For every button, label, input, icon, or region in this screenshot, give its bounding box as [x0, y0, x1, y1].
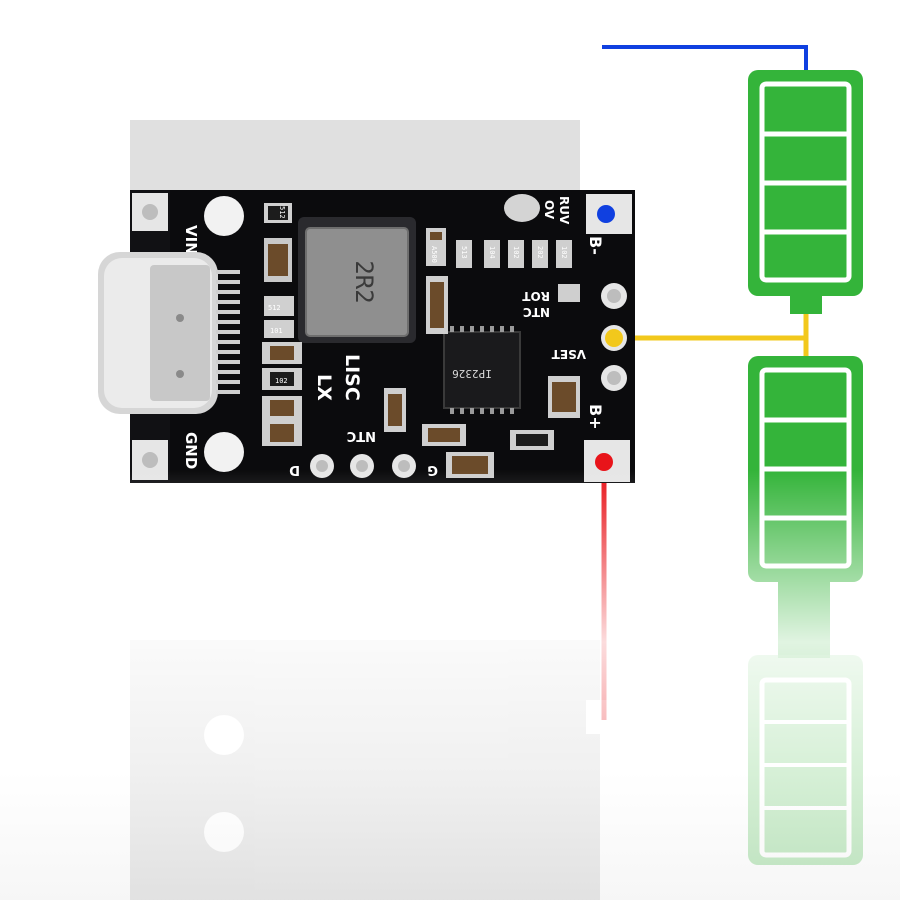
inductor-2r2: 2R2 [298, 217, 416, 343]
ic-marking: IP2326 [452, 367, 492, 380]
smd-components: 512 512 101 102 A500 513 104 102 202 102 [262, 194, 580, 478]
battery-bottom [748, 356, 863, 658]
label-lisc: LISC [341, 354, 363, 401]
mount-hole-bottom [204, 432, 244, 472]
label-b-plus: B+ [586, 404, 605, 430]
battery-top [748, 70, 863, 314]
inductor-marking: 2R2 [350, 260, 378, 303]
svg-text:104: 104 [488, 246, 496, 259]
svg-text:102: 102 [560, 246, 568, 259]
svg-text:512: 512 [268, 304, 281, 312]
label-vset: VSET [551, 347, 586, 361]
label-ruv: RUV [557, 196, 571, 225]
svg-text:102: 102 [275, 377, 288, 385]
label-ntc-bottom: NTC [347, 428, 376, 443]
svg-text:513: 513 [460, 246, 468, 259]
capacitor-top [504, 194, 540, 222]
svg-text:102: 102 [512, 246, 520, 259]
label-ntc-right: NTC [523, 305, 550, 319]
svg-text:A500: A500 [430, 246, 438, 263]
label-vin: VIN [182, 225, 200, 255]
label-d: D [289, 462, 300, 477]
svg-text:202: 202 [536, 246, 544, 259]
ic-ip2326: IP2326 [443, 326, 521, 414]
battery-reflection [748, 655, 863, 865]
svg-text:512: 512 [278, 206, 286, 219]
balance-wire [612, 300, 809, 341]
negative-wire [602, 45, 808, 70]
mount-hole-top [204, 196, 244, 236]
label-lx: LX [313, 374, 335, 401]
usb-c-connector [98, 252, 240, 414]
svg-text:101: 101 [270, 327, 283, 335]
label-b-minus: B- [586, 236, 605, 255]
label-g: G [427, 462, 438, 477]
label-gnd: GND [182, 432, 200, 469]
board-reflection [130, 640, 626, 900]
board-ghost-top [130, 120, 580, 190]
label-ov: OV [542, 200, 556, 220]
label-rot: ROT [522, 289, 550, 303]
charger-pcb: VIN GND 2R2 [98, 190, 635, 483]
